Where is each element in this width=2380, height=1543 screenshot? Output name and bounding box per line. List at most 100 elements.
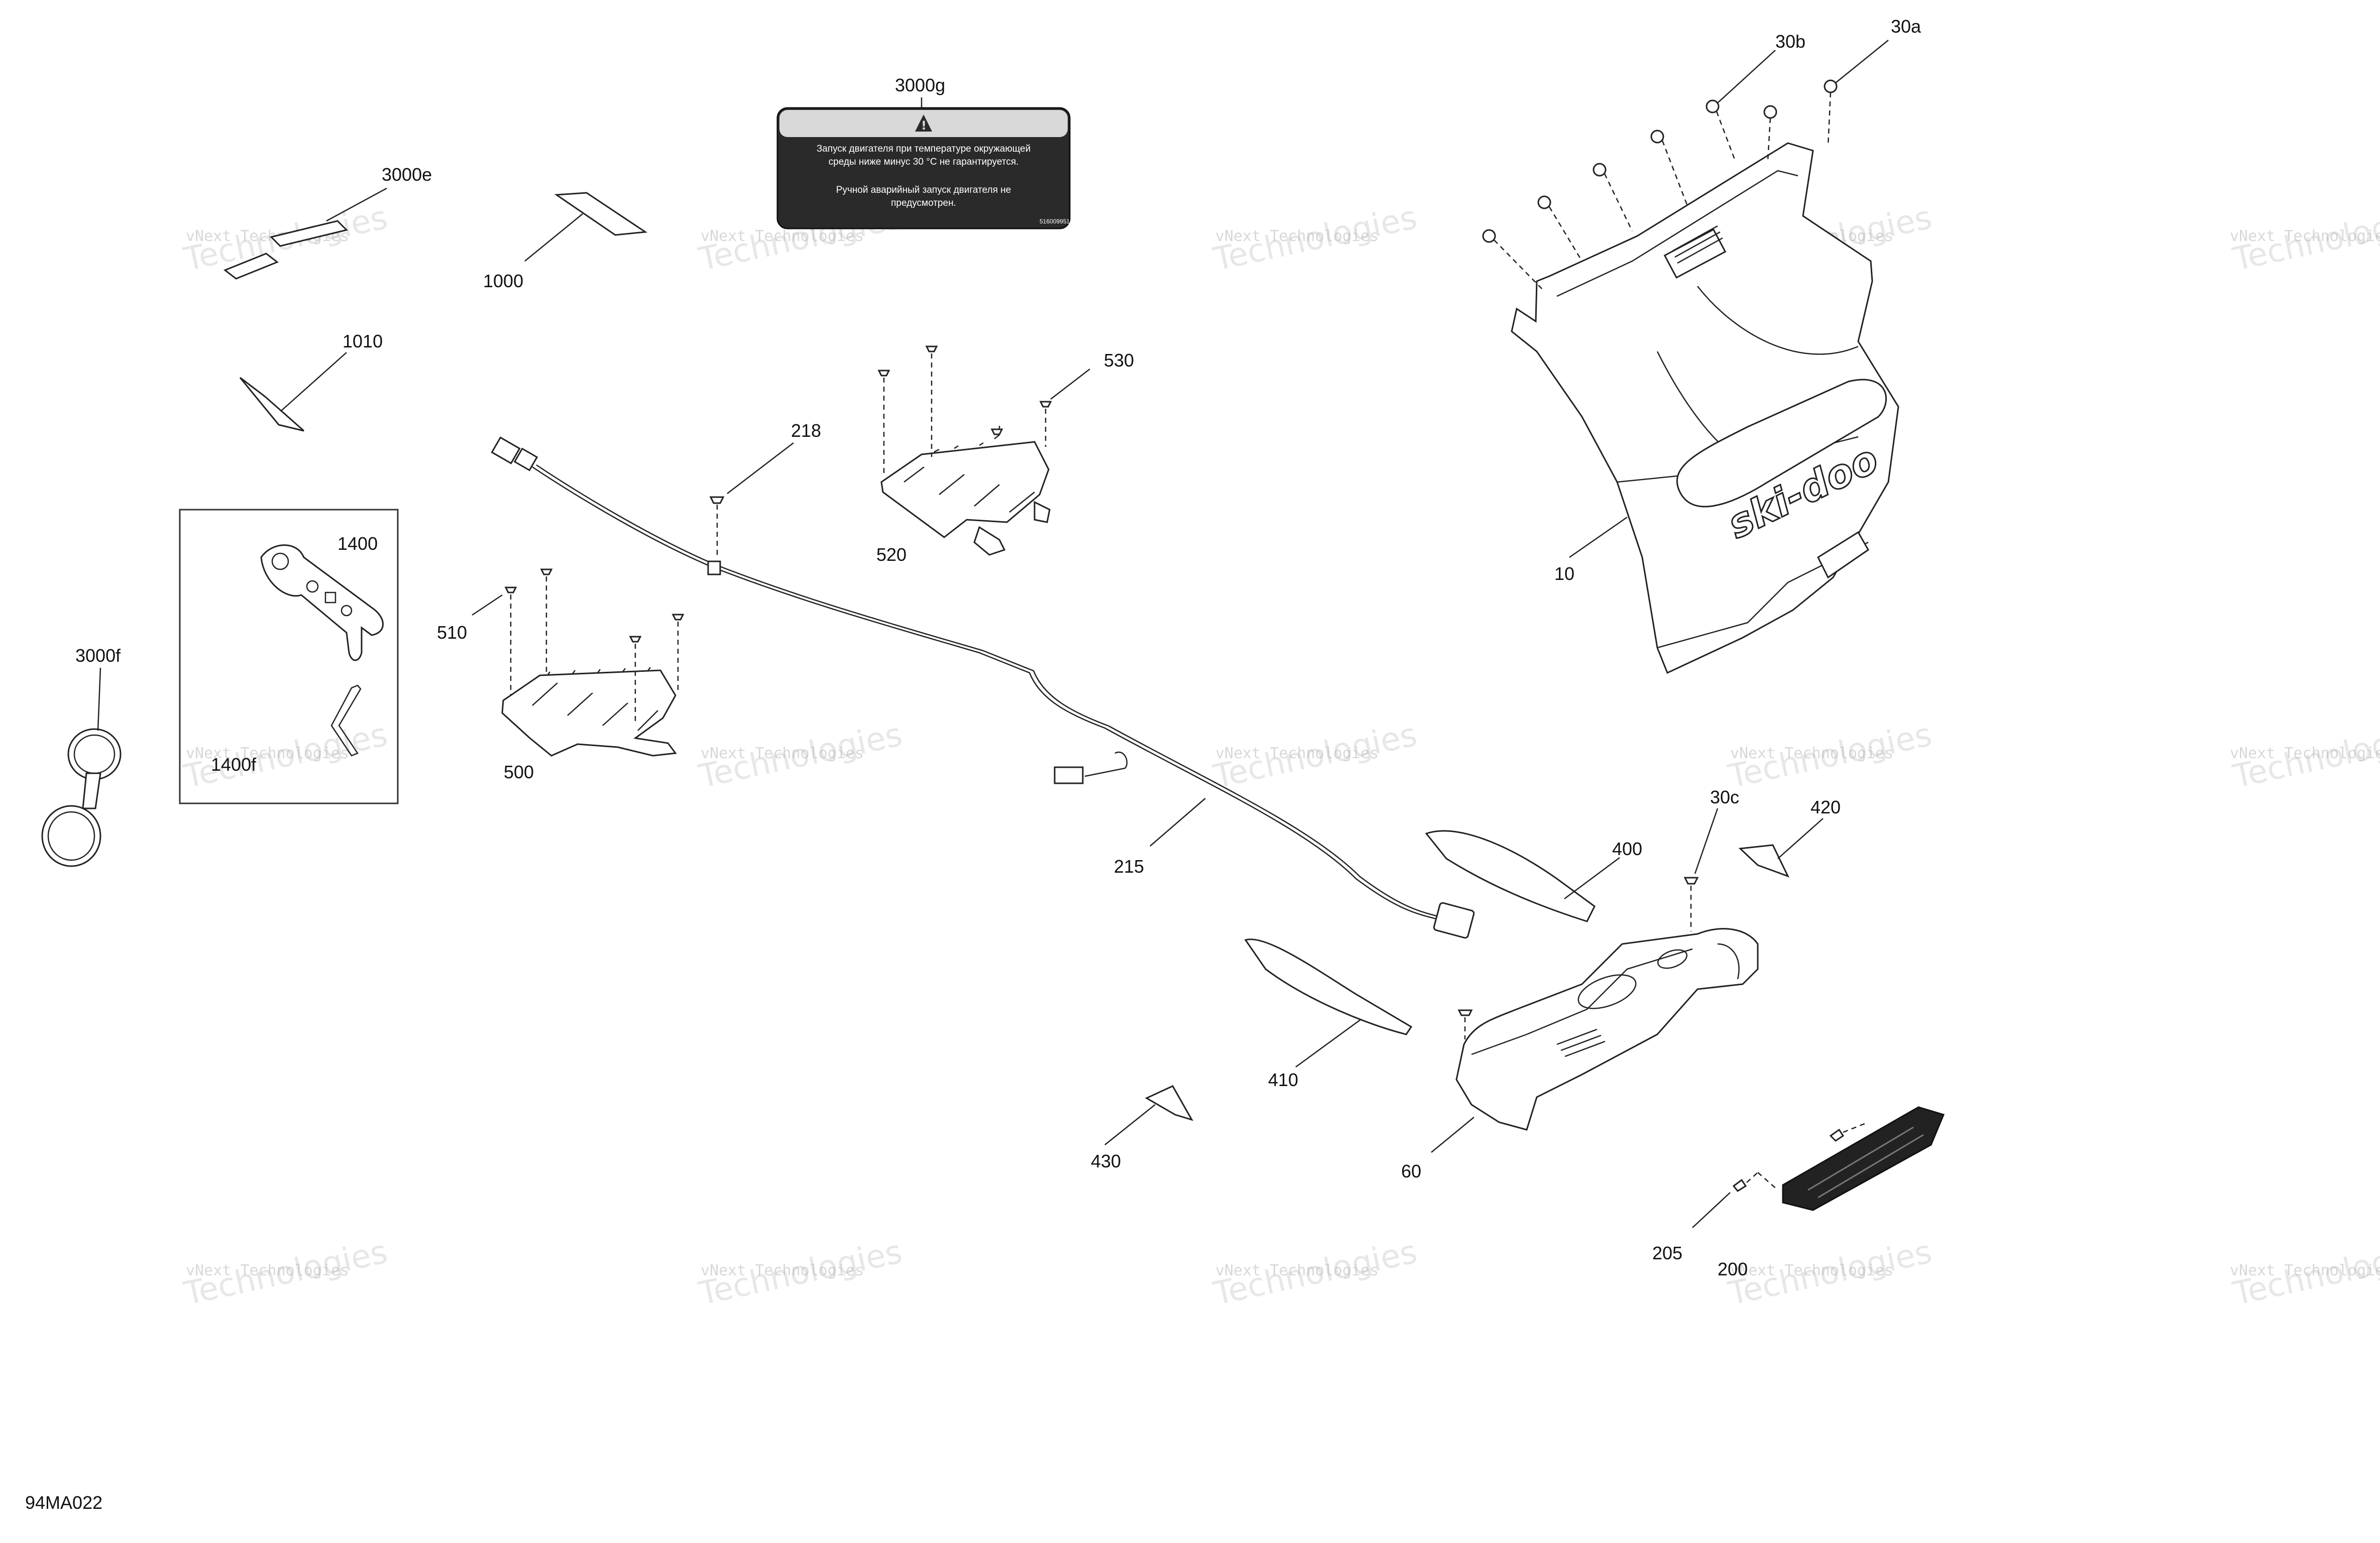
assembly-line xyxy=(1746,1172,1758,1183)
watermark-grid: Technologies vNext Technologies Technolo… xyxy=(180,199,2380,1313)
callout-3000f: 3000f xyxy=(75,645,121,666)
leader-line xyxy=(1694,808,1719,874)
callout-10: 10 xyxy=(1554,563,1574,584)
part-3000g-warning-decal[interactable]: 3000g ! Запуск двигателя при температуре… xyxy=(776,75,1071,229)
leader-line xyxy=(1150,798,1206,847)
part-500-bracket[interactable]: 500 xyxy=(501,667,677,782)
part-1010-decal[interactable]: 1010 xyxy=(239,331,383,432)
decal-3000e-shape xyxy=(270,220,348,247)
watermark-text: vNext Technologies xyxy=(1215,1262,1379,1279)
leader-line xyxy=(1295,1018,1362,1068)
leader-line xyxy=(472,594,503,616)
bracket-tab xyxy=(973,526,1006,556)
push-rivet xyxy=(1683,877,1699,885)
mirror-stem xyxy=(82,772,101,809)
screw xyxy=(540,568,553,575)
console-grille xyxy=(1556,1028,1606,1057)
part-30a-30b-fasteners[interactable]: 30b 30a xyxy=(1482,16,1921,292)
harness-branch xyxy=(1084,751,1128,777)
part-1400-toolkit[interactable]: 1400 1400f xyxy=(179,509,399,804)
warning-line-2: среды ниже минус 30 °С не гарантируется. xyxy=(829,157,1019,167)
assembly-line xyxy=(1827,92,1832,146)
callout-3000g: 3000g xyxy=(895,75,945,95)
end-connector xyxy=(1433,902,1475,939)
callout-60: 60 xyxy=(1401,1161,1421,1181)
part-420-decal[interactable]: 420 xyxy=(1738,797,1841,878)
assembly-line xyxy=(1843,1121,1869,1133)
watermark-text: vNext Technologies xyxy=(1730,745,1893,762)
bracket-tab xyxy=(1034,501,1051,523)
assembly-line xyxy=(1548,206,1583,262)
decal-420-shape xyxy=(1738,844,1789,878)
part-215-wiring-harness[interactable]: 215 xyxy=(491,436,1475,939)
connector-plug xyxy=(491,436,521,464)
watermark-tile: Technologies vNext Technologies xyxy=(180,1233,391,1313)
callout-200: 200 xyxy=(1718,1259,1748,1279)
assembly-line xyxy=(1661,140,1688,206)
callout-1400f: 1400f xyxy=(211,754,257,775)
callout-30b: 30b xyxy=(1775,31,1805,52)
part-510-fasteners[interactable]: 510 xyxy=(437,568,685,723)
washer xyxy=(1706,99,1720,113)
branch-connector xyxy=(1054,766,1084,784)
part-1000-decal[interactable]: 1000 xyxy=(483,192,648,291)
callout-1400: 1400 xyxy=(337,533,378,554)
warning-triangle-icon xyxy=(915,114,932,132)
leader-line xyxy=(1777,818,1824,859)
panel-vent-slats xyxy=(1672,225,1723,264)
watermark-text: vNext Technologies xyxy=(701,745,864,762)
part-400-decal[interactable]: 400 xyxy=(1425,830,1642,922)
mirror-head-bottom xyxy=(41,805,101,867)
mirror-lens xyxy=(47,811,95,861)
part-3000e-decal[interactable]: 3000e xyxy=(223,164,432,280)
leader-line xyxy=(1564,857,1620,900)
part-410-decal[interactable]: 410 xyxy=(1244,938,1413,1090)
callout-420: 420 xyxy=(1810,797,1841,817)
callout-218: 218 xyxy=(791,420,821,441)
assembly-line xyxy=(1604,173,1633,231)
callout-520: 520 xyxy=(876,544,906,565)
part-60-console[interactable]: 60 xyxy=(1401,928,1759,1181)
leader-line xyxy=(97,667,101,731)
leader-line xyxy=(1692,1192,1731,1228)
part-205-screws[interactable]: 205 xyxy=(1652,1121,1869,1263)
part-30c-fastener[interactable]: 30c xyxy=(1683,787,1739,931)
part-520-bracket[interactable]: 520 xyxy=(876,426,1051,565)
callout-30c: 30c xyxy=(1710,787,1739,807)
callout-400: 400 xyxy=(1612,839,1642,859)
panel-body xyxy=(1511,142,1899,674)
screw xyxy=(1732,1178,1747,1192)
decal-400-shape xyxy=(1425,830,1596,922)
watermark-text: vNext Technologies xyxy=(1215,227,1379,245)
assembly-line xyxy=(1767,117,1771,161)
harness-cable xyxy=(536,464,1441,918)
leader-line xyxy=(1717,50,1776,103)
callout-30a: 30a xyxy=(1891,16,1921,37)
callout-205: 205 xyxy=(1652,1243,1682,1263)
washer xyxy=(1824,79,1838,93)
watermark-text: vNext Technologies xyxy=(1215,745,1379,762)
leader-line xyxy=(1569,516,1628,558)
callout-430: 430 xyxy=(1091,1151,1121,1171)
watermark-tile: Technologies vNext Technologies xyxy=(1725,1233,1935,1313)
part-218-fastener[interactable]: 218 xyxy=(709,420,821,558)
part-10-front-panel[interactable]: ski-doo 10 xyxy=(1511,142,1899,674)
washer xyxy=(1763,105,1777,119)
washer xyxy=(1650,130,1664,144)
bracket-teeth xyxy=(934,426,1000,453)
bracket-slot xyxy=(903,466,1035,513)
harness-cable xyxy=(532,466,1437,920)
watermark-tile: Technologies vNext Technologies xyxy=(695,716,905,795)
part-430-decal[interactable]: 430 xyxy=(1091,1085,1194,1171)
watermark-tile: Technologies vNext Technologies xyxy=(1210,1233,1420,1313)
washer xyxy=(1482,229,1496,243)
callout-3000e: 3000e xyxy=(382,164,432,185)
watermark-tile: Technologies vNext Technologies xyxy=(2229,199,2380,278)
screw xyxy=(671,614,685,621)
warning-line-1: Запуск двигателя при температуре окружаю… xyxy=(817,144,1031,154)
part-3000f-mirror[interactable]: 3000f xyxy=(41,645,122,867)
screw xyxy=(1829,1128,1845,1142)
part-200-plate[interactable]: 200 xyxy=(1718,1106,1945,1279)
part-530-fasteners[interactable]: 530 xyxy=(877,345,1134,477)
